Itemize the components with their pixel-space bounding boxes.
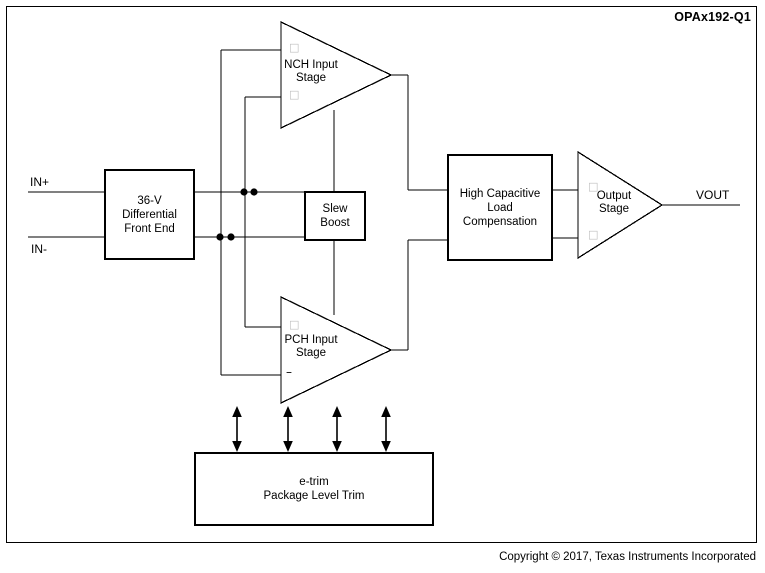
- output-stage-triangle: [577, 150, 664, 260]
- output-plus-sign: □: [588, 180, 599, 193]
- pch-plus-sign: □: [289, 318, 300, 331]
- etrim-arrow-1: [232, 406, 242, 452]
- junction-dots: [216, 188, 258, 241]
- etrim-label: e-trim Package Level Trim: [263, 476, 365, 502]
- pch-input-stage-triangle: [280, 295, 393, 405]
- junction-dot-top-left: [240, 188, 248, 196]
- output-minus-sign: □: [588, 228, 599, 241]
- nch-input-stage-label: NCH Input Stage: [284, 59, 338, 84]
- high-capacitive-load-compensation-block[interactable]: High Capacitive Load Compensation: [447, 154, 553, 261]
- pch-minus-sign: –: [286, 365, 292, 379]
- slew-boost-block[interactable]: Slew Boost: [304, 191, 366, 241]
- front-end-label: 36-V Differential Front End: [122, 194, 177, 235]
- in-negative-label: IN-: [31, 242, 47, 256]
- vout-label: VOUT: [696, 188, 730, 202]
- output-stage-label: Output Stage: [596, 190, 632, 215]
- etrim-arrow-2: [283, 406, 293, 452]
- copyright-label: Copyright © 2017, Texas Instruments Inco…: [499, 551, 756, 563]
- nch-plus-sign: □: [289, 41, 300, 54]
- etrim-arrow-4: [381, 406, 391, 452]
- etrim-arrow-3: [332, 406, 342, 452]
- junction-dot-bottom-left: [216, 233, 224, 241]
- part-number-label: OPAx192-Q1: [674, 10, 751, 24]
- hclc-label: High Capacitive Load Compensation: [459, 187, 541, 228]
- etrim-block[interactable]: e-trim Package Level Trim: [194, 452, 434, 526]
- front-end-block[interactable]: 36-V Differential Front End: [104, 169, 195, 260]
- nch-minus-sign: □: [289, 88, 300, 101]
- pch-input-stage-label: PCH Input Stage: [284, 334, 338, 359]
- junction-dot-top-right: [250, 188, 258, 196]
- junction-dot-bottom-right: [227, 233, 235, 241]
- slew-boost-label: Slew Boost: [320, 203, 350, 229]
- nch-input-stage-triangle: [280, 20, 393, 130]
- etrim-arrows: [232, 406, 391, 452]
- in-positive-label: IN+: [30, 175, 50, 189]
